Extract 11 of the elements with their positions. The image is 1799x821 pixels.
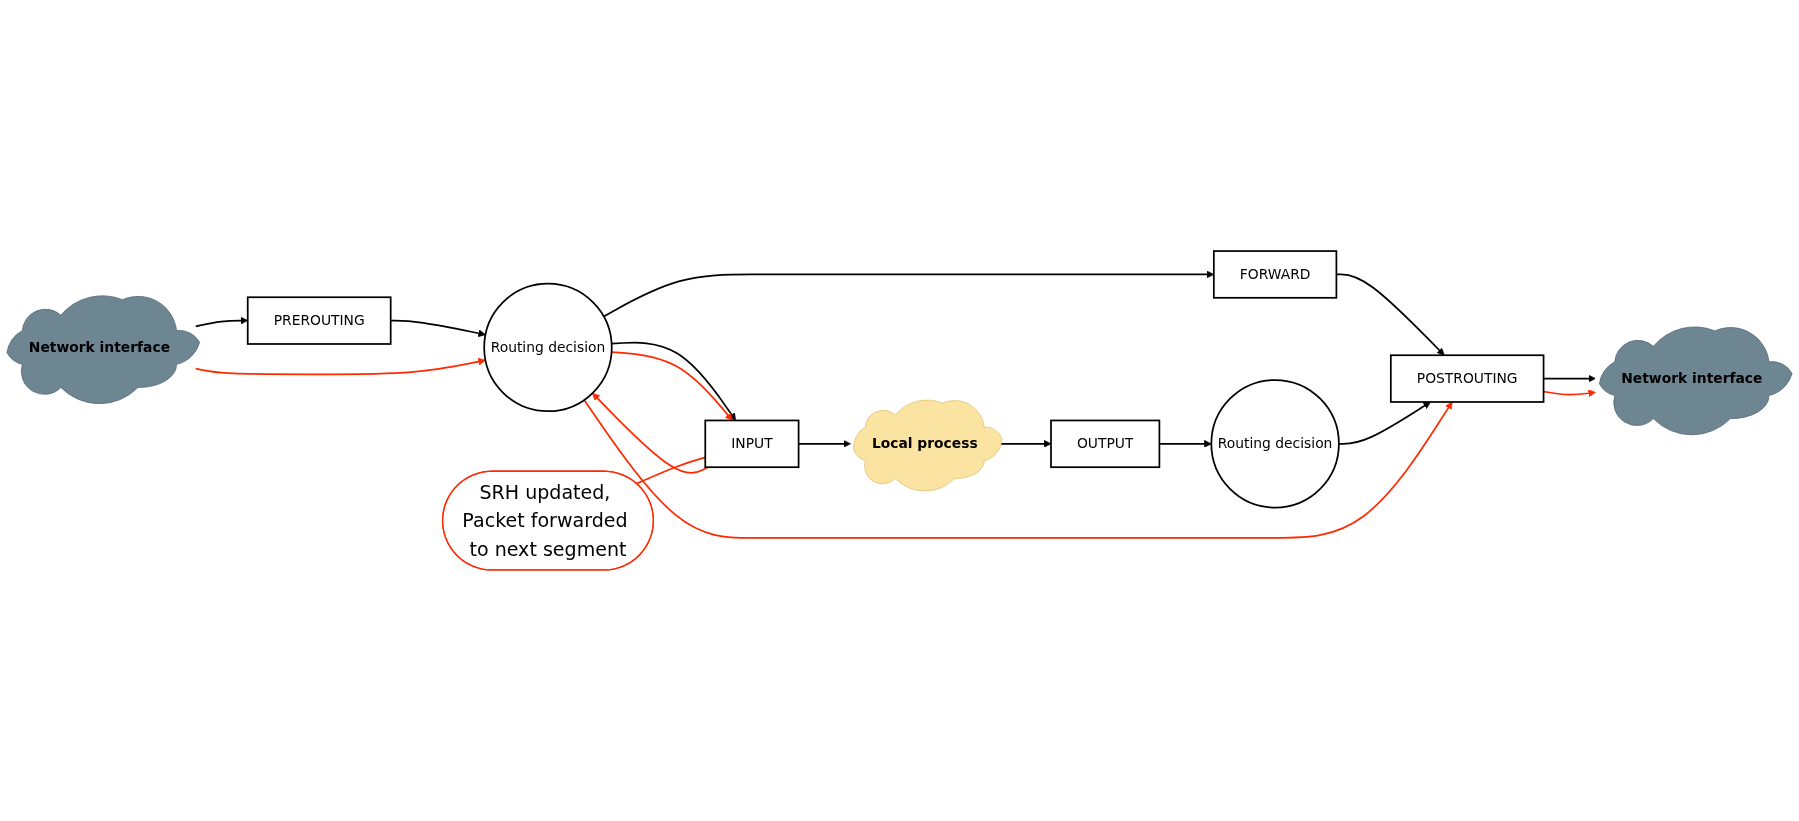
node-box: PREROUTING (246, 296, 392, 345)
node-box: FORWARD (1212, 250, 1338, 299)
arrow (583, 399, 1453, 539)
arrow (592, 392, 709, 474)
node-box: INPUT (704, 419, 800, 469)
node-circle: Routing decision (483, 282, 613, 413)
node-circle: Routing decision (1210, 379, 1340, 509)
arrow (194, 357, 486, 376)
node-box: POSTROUTING (1389, 354, 1545, 403)
node-box: OUTPUT (1050, 419, 1161, 469)
arrow (1338, 401, 1431, 445)
